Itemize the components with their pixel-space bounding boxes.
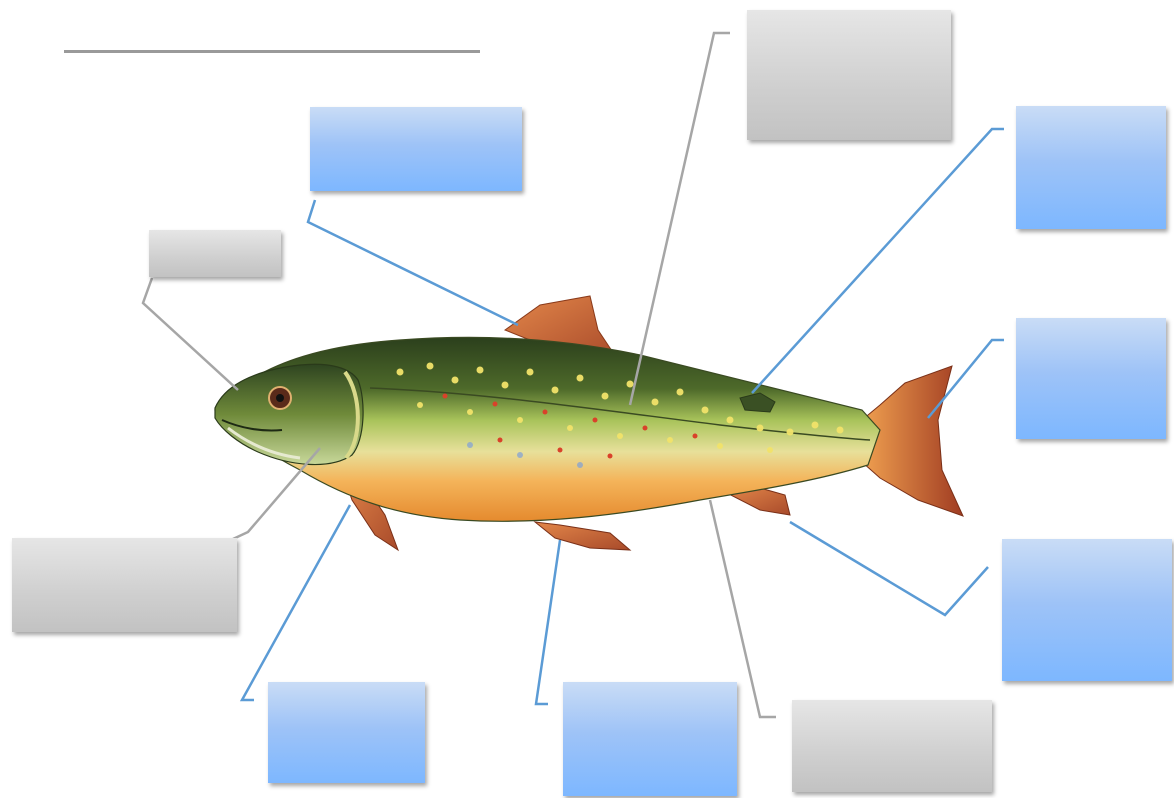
leader-snout (141, 277, 239, 391)
label-box-gill-cover[interactable] (12, 538, 237, 632)
leader-lateral-line (628, 31, 730, 406)
label-box-dorsal-fin[interactable] (310, 107, 522, 191)
leader-dorsal-fin (306, 199, 519, 327)
leader-pelvic-fin (534, 539, 562, 706)
label-box-adipose-fin[interactable] (1016, 106, 1166, 229)
label-box-vent[interactable] (792, 700, 992, 792)
label-box-caudal-fin[interactable] (1016, 318, 1166, 439)
label-box-snout[interactable] (149, 230, 281, 277)
title-underline (64, 50, 480, 53)
leader-adipose-fin (751, 127, 1004, 394)
leader-caudal-fin (927, 338, 1004, 419)
label-box-anal-fin[interactable] (1002, 539, 1172, 681)
label-box-lateral-line[interactable] (747, 10, 951, 140)
label-box-pectoral-fin[interactable] (268, 682, 425, 783)
leader-vent (708, 499, 776, 719)
label-box-pelvic-fin[interactable] (563, 682, 737, 796)
fish-illustration (214, 295, 964, 552)
leader-gill-cover (232, 447, 321, 541)
leader-anal-fin (789, 520, 989, 617)
leader-pectoral-fin (239, 504, 352, 702)
